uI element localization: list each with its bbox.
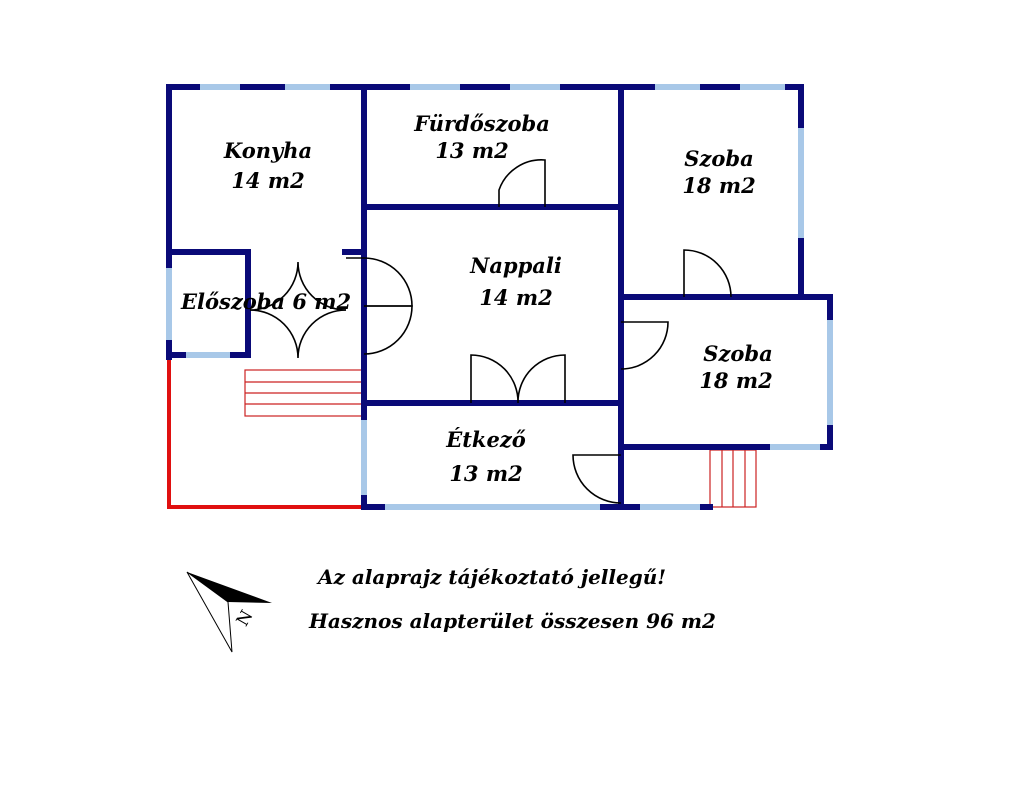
room-area-szoba-2: 18 m2 bbox=[699, 368, 772, 393]
room-area-nappali: 14 m2 bbox=[479, 285, 552, 310]
total-area-note: Hasznos alapterület összesen 96 m2 bbox=[309, 609, 716, 633]
disclaimer-note: Az alaprajz tájékoztató jellegű! bbox=[318, 565, 667, 589]
windows bbox=[166, 84, 833, 510]
room-name-furdoszoba: Fürdőszoba bbox=[413, 111, 550, 136]
compass-label: N bbox=[233, 607, 258, 630]
room-name-konyha: Konyha bbox=[223, 138, 312, 163]
room-name-eloszoba: Előszoba 6 m2 bbox=[180, 289, 351, 314]
doors bbox=[249, 159, 732, 504]
room-name-szoba-2: Szoba bbox=[703, 341, 772, 366]
room-name-etkezo: Étkező bbox=[445, 427, 526, 452]
terrace-outline bbox=[167, 357, 362, 509]
compass-arrow-icon: N bbox=[186, 571, 272, 653]
room-area-etkezo: 13 m2 bbox=[449, 461, 522, 486]
room-labels: Konyha 14 m2 Fürdőszoba 13 m2 Szoba 18 m… bbox=[180, 111, 773, 486]
room-name-szoba-1: Szoba bbox=[684, 146, 753, 171]
room-area-konyha: 14 m2 bbox=[231, 168, 304, 193]
entrance-steps bbox=[244, 369, 363, 417]
room-area-furdoszoba: 13 m2 bbox=[435, 138, 508, 163]
room-name-nappali: Nappali bbox=[469, 253, 562, 278]
back-steps bbox=[709, 449, 757, 508]
room-area-szoba-1: 18 m2 bbox=[682, 173, 755, 198]
